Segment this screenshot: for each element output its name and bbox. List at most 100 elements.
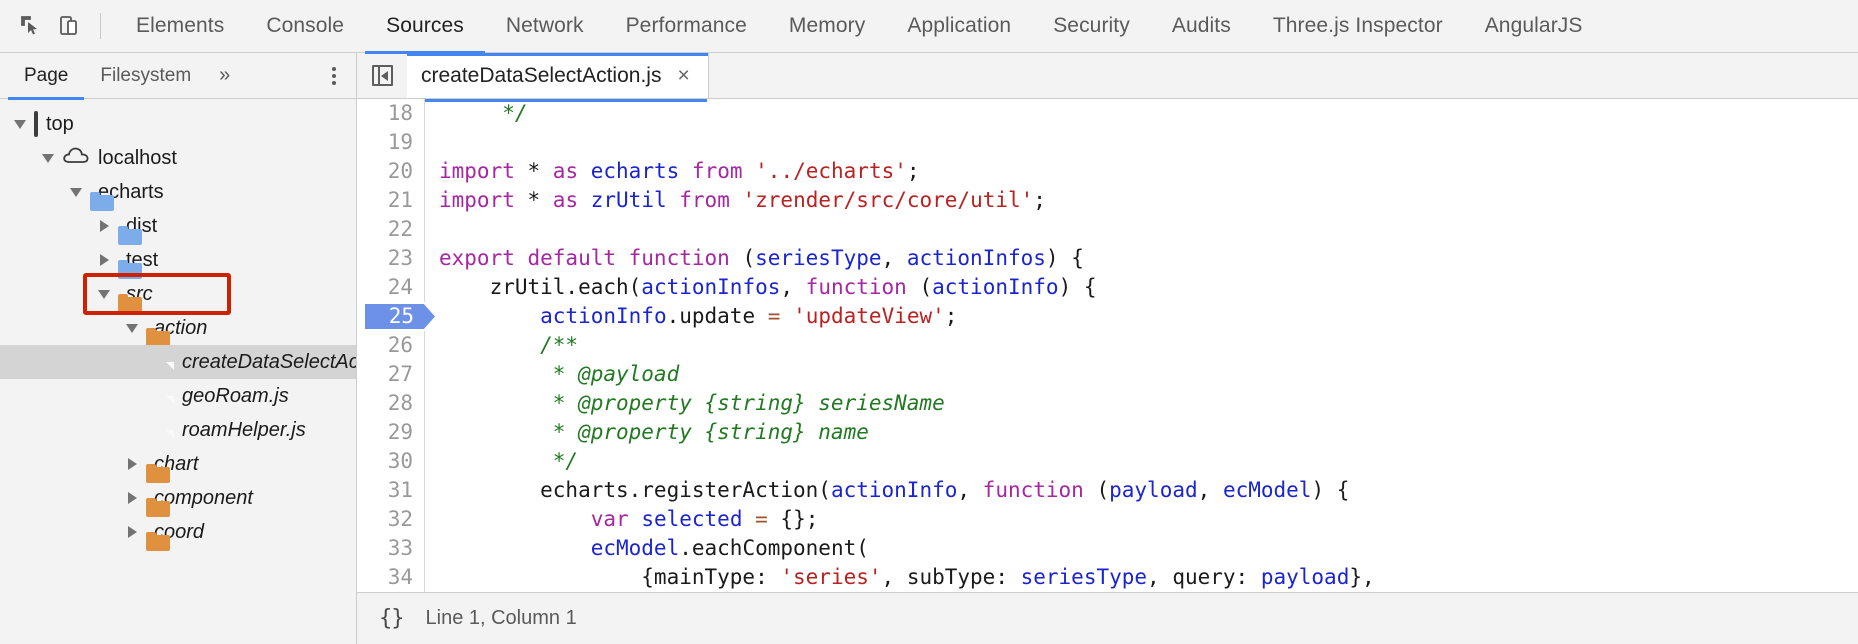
code-line-text: ecModel.eachComponent( [425,534,869,563]
chevron-right-icon[interactable] [122,454,142,474]
code-token-pl [439,101,502,125]
code-token-pl: ) { [1311,478,1350,502]
tree-folder-coord[interactable]: coord [0,515,356,551]
breakpoint-marker[interactable]: 25 [357,302,435,331]
chevron-right-icon[interactable] [122,522,142,542]
device-toolbar-icon[interactable] [50,7,88,45]
editor-tab-accent [425,99,707,102]
line-number[interactable]: 24 [357,273,425,302]
line-number[interactable]: 18 [357,99,425,128]
code-token-kw: function [982,478,1084,502]
line-number-text: 23 [387,246,413,270]
tree-item-label: roamHelper.js [182,418,306,441]
code-line: 34 {mainType: 'series', subType: seriesT… [357,563,1858,592]
panel-tab-elements[interactable]: Elements [136,14,225,37]
code-token-pl [439,536,591,560]
editor-tab-createdataselectaction[interactable]: createDataSelectAction.js × [407,53,709,98]
tree-folder-action[interactable]: action [0,311,356,347]
chevron-down-icon[interactable] [10,114,30,134]
chevron-right-icon[interactable] [94,250,114,270]
line-number[interactable]: 21 [357,186,425,215]
code-token-kw: from [691,159,743,183]
panel-tab-memory[interactable]: Memory [788,14,866,37]
show-navigator-icon[interactable] [357,53,407,98]
line-number[interactable]: 34 [357,563,425,592]
navigator-tab-filesystem[interactable]: Filesystem [100,64,192,86]
panel-tab-sources[interactable]: Sources [365,0,485,54]
tree-file-georoam-js[interactable]: geoRoam.js [0,379,356,413]
line-number[interactable]: 30 [357,447,425,476]
tree-folder-test[interactable]: test [0,243,356,279]
line-number[interactable]: 32 [357,505,425,534]
editor-tab-bar: createDataSelectAction.js × [357,53,1858,99]
line-number-text: 24 [387,275,413,299]
code-token-kw: as [552,188,579,212]
tree-folder-localhost[interactable]: localhost [0,141,356,175]
navigator-tab-page[interactable]: Page [8,53,85,100]
tree-file-roamhelper-js[interactable]: roamHelper.js [0,413,356,447]
tree-folder-component[interactable]: component [0,481,356,517]
panel-tab-angularjs[interactable]: AngularJS [1484,14,1583,37]
code-line: 32 var selected = {}; [357,505,1858,534]
code-token-kw: export default function [439,246,730,270]
code-token-pl: , [881,246,907,270]
inspect-element-icon[interactable] [12,7,50,45]
chevron-down-icon[interactable] [66,182,86,202]
code-line-text: */ [425,99,527,128]
line-number[interactable]: 23 [357,244,425,273]
panel-tab-three-js-inspector[interactable]: Three.js Inspector [1272,14,1443,37]
code-token-pl: ) { [1045,246,1084,270]
line-number-text: 27 [387,362,413,386]
navigator-options-kebab-icon[interactable] [328,63,340,89]
editor-tab-label: createDataSelectAction.js [421,63,662,87]
panel-tab-audits[interactable]: Audits [1171,14,1231,37]
line-number-text: 19 [387,130,413,154]
code-token-pl [730,188,743,212]
line-number-text: 22 [387,217,413,241]
line-number[interactable]: 22 [357,215,425,244]
line-number[interactable]: 20 [357,157,425,186]
code-token-pl: , [957,478,983,502]
close-icon[interactable]: × [677,64,690,87]
line-number[interactable]: 19 [357,128,425,157]
tree-folder-src[interactable]: src [0,277,356,313]
line-number[interactable]: 26 [357,331,425,360]
panel-tab-security[interactable]: Security [1053,14,1130,37]
line-number[interactable]: 33 [357,534,425,563]
pretty-print-icon[interactable]: {} [379,606,404,631]
chevron-down-icon[interactable] [38,148,58,168]
code-token-pl: .eachComponent( [679,536,869,560]
navigator-more-tabs-icon[interactable]: » [219,64,231,86]
panel-tab-console[interactable]: Console [266,14,345,37]
line-number[interactable]: 29 [357,418,425,447]
tree-folder-top[interactable]: top [0,107,356,141]
code-token-pl: , subType: [881,565,1021,589]
chevron-down-icon[interactable] [94,284,114,304]
panel-tab-performance[interactable]: Performance [625,14,747,37]
line-number[interactable]: 31 [357,476,425,505]
line-number-text: 25 [388,304,414,328]
code-token-pl: zrUtil.each( [439,275,642,299]
tree-item-label: top [46,112,74,135]
code-token-pl [679,159,692,183]
chevron-right-icon[interactable] [94,216,114,236]
chevron-down-icon[interactable] [122,318,142,338]
line-number[interactable]: 27 [357,360,425,389]
panel-tab-application[interactable]: Application [907,14,1012,37]
code-line-text: zrUtil.each(actionInfos, function (actio… [425,273,1097,302]
code-line: 33 ecModel.eachComponent( [357,534,1858,563]
code-token-id: payload [1109,478,1198,502]
line-number[interactable]: 28 [357,389,425,418]
tree-folder-echarts[interactable]: echarts [0,175,356,211]
chevron-right-icon[interactable] [122,488,142,508]
code-token-kw: var [590,507,629,531]
tree-file-createdataselectaction-js[interactable]: createDataSelectAction.js [0,345,356,379]
panel-tab-network[interactable]: Network [505,14,584,37]
tree-folder-chart[interactable]: chart [0,447,356,483]
tree-folder-dist[interactable]: dist [0,209,356,245]
code-token-pl [667,188,680,212]
